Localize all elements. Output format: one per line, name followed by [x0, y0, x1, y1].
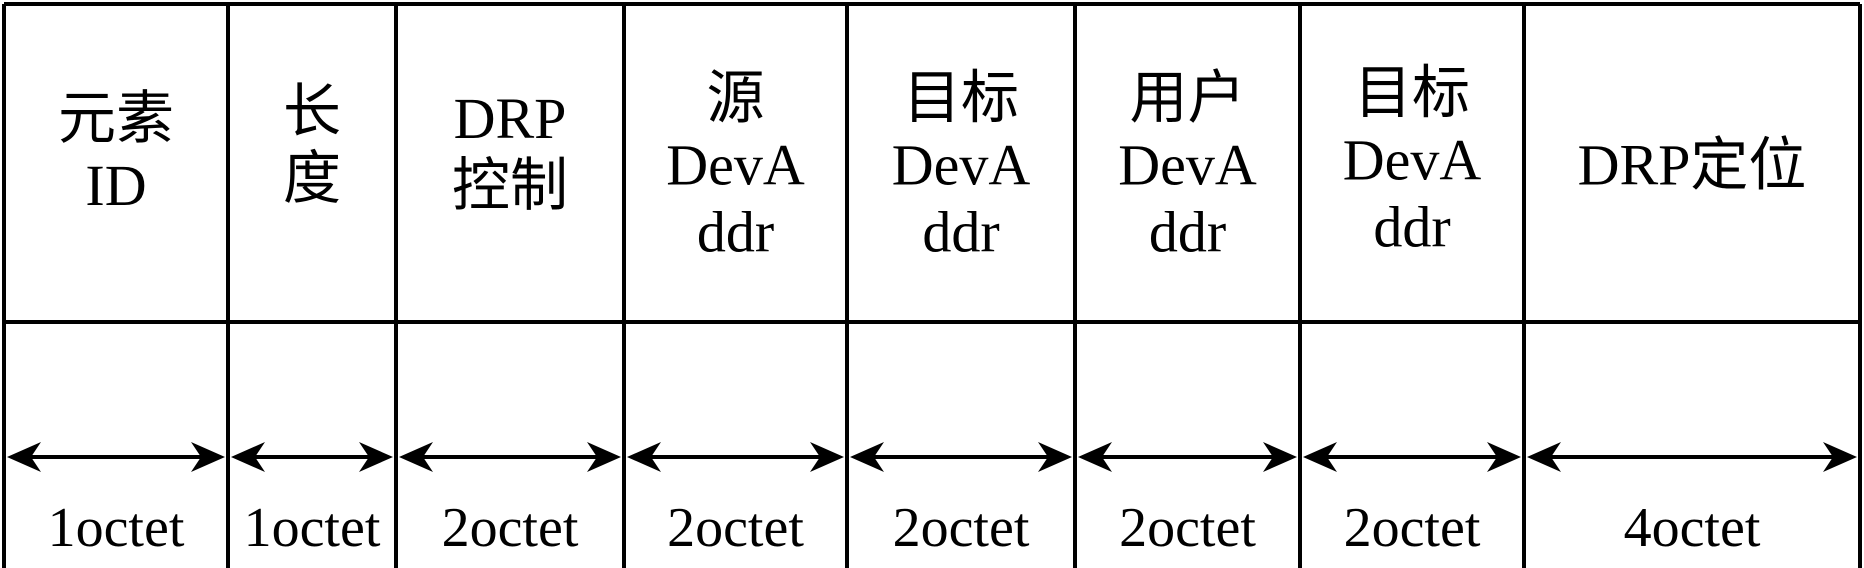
arrow-head-right	[1823, 442, 1857, 472]
field-label-line: ddr	[1373, 195, 1450, 260]
size-arrow-3	[627, 442, 844, 472]
size-labels: 1octet 1octet 2octet 2octet 2octet 2octet 2oct…	[48, 497, 1761, 559]
arrow-head-right	[1487, 442, 1521, 472]
size-label-3: 2octet	[667, 497, 804, 559]
field-label-line: ddr	[697, 200, 774, 265]
field-label-line: DevA	[1118, 133, 1257, 198]
field-label-line: 长	[283, 79, 341, 144]
arrow-head-left	[231, 442, 265, 472]
field-label-line: 度	[283, 146, 341, 211]
field-label-line: 目标	[903, 66, 1019, 131]
arrow-head-right	[1263, 442, 1297, 472]
field-label-line: DevA	[892, 133, 1031, 198]
arrow-head-right	[191, 442, 225, 472]
size-label-5: 2octet	[1119, 497, 1256, 559]
size-arrow-2	[399, 442, 621, 472]
size-arrow-6	[1303, 442, 1521, 472]
field-label-line: 控制	[452, 153, 568, 218]
field-label-line: DevA	[666, 133, 805, 198]
arrow-head-left	[627, 442, 661, 472]
field-label-line: 用户	[1129, 66, 1245, 131]
arrow-head-left	[1527, 442, 1561, 472]
arrow-head-left	[399, 442, 433, 472]
field-label-line: 源	[706, 66, 764, 131]
arrow-head-left	[1303, 442, 1337, 472]
field-label-1: 长度	[283, 79, 341, 211]
arrow-head-right	[1038, 442, 1072, 472]
arrow-head-left	[1078, 442, 1112, 472]
size-label-1: 1octet	[244, 497, 381, 559]
size-arrow-0	[7, 442, 225, 472]
field-label-line: ddr	[1149, 200, 1226, 265]
field-label-7: DRP定位	[1578, 133, 1807, 198]
field-label-line: DRP定位	[1578, 133, 1807, 198]
size-label-6: 2octet	[1344, 497, 1481, 559]
field-label-line: 目标	[1354, 61, 1470, 126]
size-label-2: 2octet	[442, 497, 579, 559]
field-label-line: 元素	[58, 86, 174, 151]
size-label-0: 1octet	[48, 497, 185, 559]
size-label-4: 2octet	[893, 497, 1030, 559]
arrow-head-right	[810, 442, 844, 472]
size-arrow-5	[1078, 442, 1297, 472]
field-label-line: ddr	[922, 200, 999, 265]
field-label-line: DRP	[454, 86, 567, 151]
size-arrow-4	[850, 442, 1072, 472]
arrow-head-right	[587, 442, 621, 472]
size-arrows	[7, 442, 1857, 472]
field-label-line: DevA	[1343, 128, 1482, 193]
size-arrow-7	[1527, 442, 1857, 472]
arrow-head-left	[7, 442, 41, 472]
size-arrow-1	[231, 442, 393, 472]
arrow-head-right	[359, 442, 393, 472]
arrow-head-left	[850, 442, 884, 472]
size-label-7: 4octet	[1624, 497, 1761, 559]
field-label-line: ID	[85, 153, 146, 218]
